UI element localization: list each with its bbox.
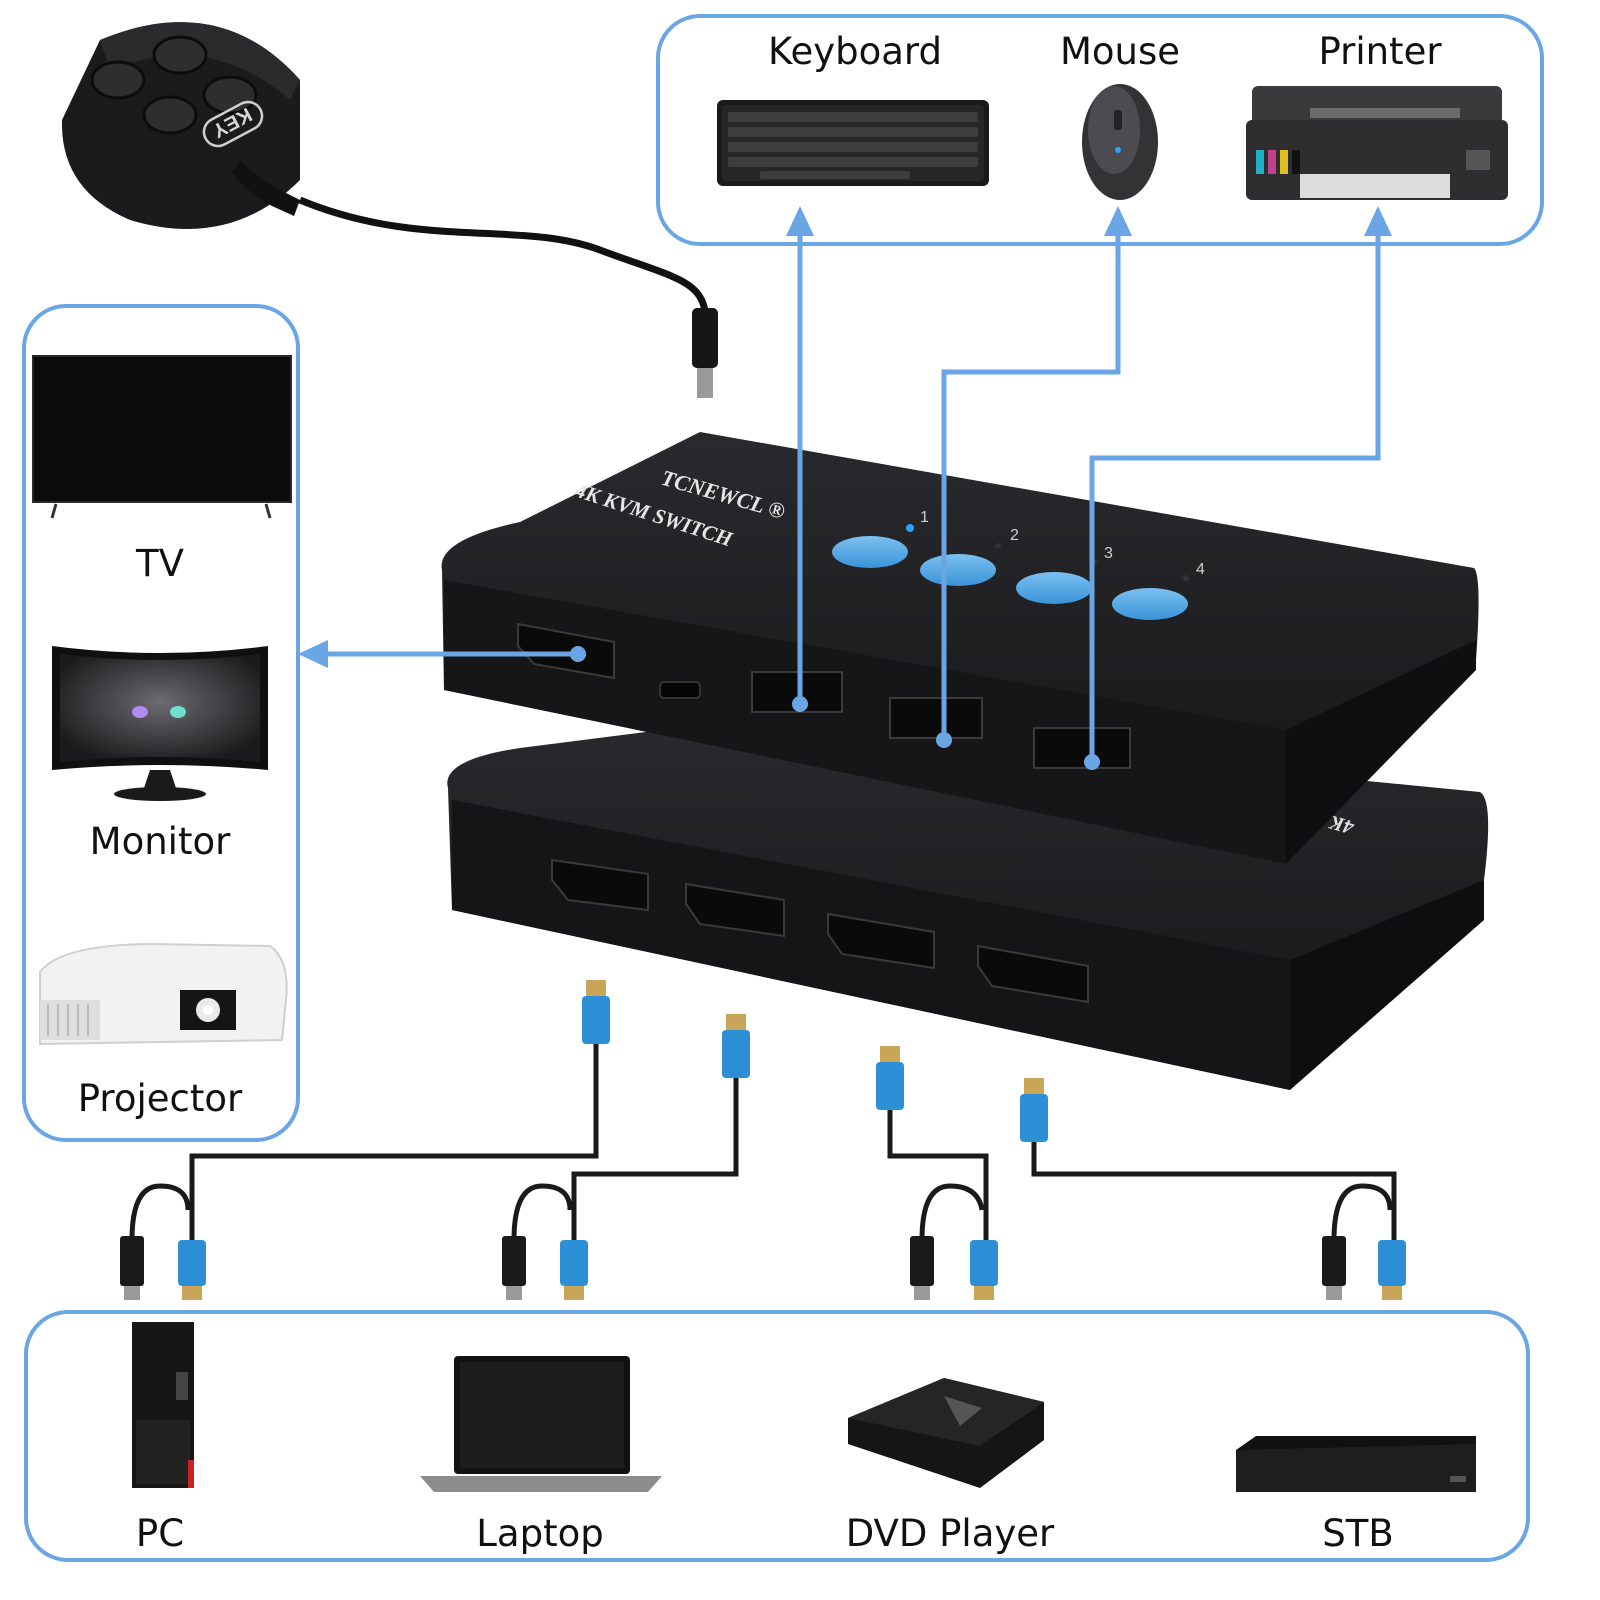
arrow-heads: [298, 206, 1392, 770]
tv-label: TV: [136, 542, 184, 585]
remote-controller: KEY: [61, 22, 718, 398]
monitor-label: Monitor: [89, 820, 231, 863]
monitor-icon: [52, 646, 268, 801]
keyboard-label: Keyboard: [768, 30, 942, 73]
pc-label: PC: [135, 1512, 185, 1555]
laptop-icon: [420, 1356, 662, 1492]
hdmi-plug-in4: [1020, 1078, 1048, 1142]
dvd-player-icon: [848, 1378, 1044, 1488]
printer-label: Printer: [1318, 30, 1442, 73]
usb3-to-printer-line: [1089, 230, 1381, 762]
keyboard-arrow-head: [786, 206, 814, 236]
kvm-switch-front: TCNEWCL ® 4K KVM SWITCH 1 2 3 4: [441, 432, 1479, 864]
mouse-arrow-head: [1104, 206, 1132, 236]
hdmi-in-port-2: [685, 882, 785, 938]
usb2-to-mouse-line: [941, 230, 1121, 740]
switch-button-4[interactable]: [1112, 588, 1188, 620]
hdmi-in-port-3: [827, 912, 935, 970]
hdmi-in-port-4: [977, 944, 1089, 1004]
hdmi-plug-in1: [582, 980, 610, 1044]
printer-icon: [1246, 86, 1508, 200]
switch-button-1[interactable]: [832, 536, 908, 568]
usb-out-port-2: [889, 697, 983, 739]
keyboard-icon: [717, 100, 989, 186]
mouse-label: Mouse: [1059, 30, 1181, 73]
button-number-4: 4: [1196, 561, 1205, 578]
pc-plugs: [120, 1236, 206, 1300]
projector-icon: [39, 942, 288, 1046]
pc-tower-icon: [132, 1322, 194, 1488]
usb-out-port-3: [1033, 727, 1131, 769]
tv-icon: [32, 355, 292, 519]
source-plugs: [120, 1236, 1406, 1300]
laptop-label: Laptop: [476, 1512, 604, 1555]
switch-button-3[interactable]: [1016, 572, 1092, 604]
sources-group: [24, 1310, 1530, 1562]
button-number-1: 1: [920, 509, 929, 526]
remote-button-1: [152, 35, 208, 75]
hdmi-plug-in3: [876, 1046, 904, 1110]
projector-label: Projector: [77, 1077, 243, 1120]
hdmi-out-port: [517, 622, 615, 680]
hdmi-plug-in2: [722, 1014, 750, 1078]
micro-usb-plug: [692, 308, 718, 368]
mouse-icon: [1082, 84, 1158, 200]
button-number-2: 2: [1010, 527, 1019, 544]
dvd-plugs: [910, 1236, 998, 1300]
remote-cable: [298, 196, 710, 331]
source-cables: [129, 1044, 1397, 1241]
hdmi-in-port-1: [551, 858, 649, 912]
laptop-plugs: [502, 1236, 588, 1300]
set-top-box-icon: [1236, 1436, 1476, 1492]
micro-usb-port: [659, 681, 701, 699]
remote-button-3: [142, 95, 198, 135]
displays-arrow-head: [298, 640, 328, 668]
connection-lines: [326, 230, 1381, 762]
led-1: [906, 524, 914, 532]
displays-group: [22, 304, 300, 1142]
stb-plugs: [1322, 1236, 1406, 1300]
printer-arrow-head: [1364, 206, 1392, 236]
button-number-3: 3: [1104, 545, 1113, 562]
stb-label: STB: [1322, 1512, 1394, 1555]
remote-button-4: [90, 60, 146, 100]
switch-button-2[interactable]: [920, 554, 996, 586]
peripherals-group: [656, 14, 1544, 246]
hdmi-input-plugs: [582, 980, 1048, 1142]
dvd-player-label: DVD Player: [845, 1512, 1055, 1555]
